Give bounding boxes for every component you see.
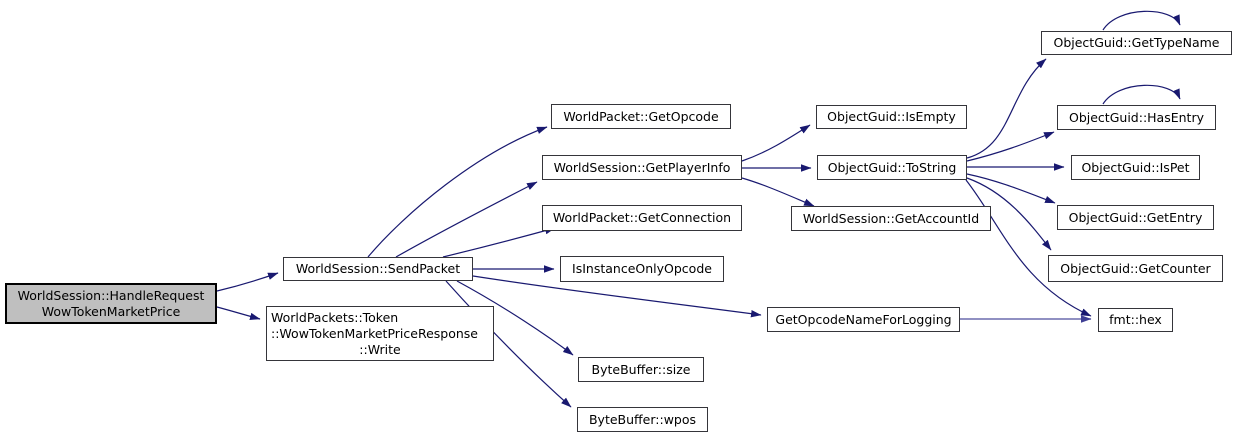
node-send-packet[interactable]: WorldSession::SendPacket: [283, 257, 473, 281]
edge-to-string-to-get-type-name: [966, 58, 1047, 159]
node-label-line: ObjectGuid::ToString: [827, 159, 957, 175]
edge-to-string-to-get-counter: [966, 177, 1052, 251]
node-get-entry[interactable]: ObjectGuid::GetEntry: [1057, 205, 1214, 230]
node-label-line: WorldPacket::GetOpcode: [563, 108, 719, 124]
edge-send-packet-to-get-opcode: [367, 126, 548, 258]
edge-send-packet-to-byte-buffer-wpos: [445, 280, 572, 408]
node-label-line: WorldSession::SendPacket: [295, 261, 461, 276]
node-label-line: ObjectGuid::IsEmpty: [827, 109, 956, 124]
node-get-opcode[interactable]: WorldPacket::GetOpcode: [551, 104, 731, 129]
node-label-line: ObjectGuid::GetEntry: [1068, 209, 1203, 225]
node-label-line: ::Write: [359, 341, 401, 357]
node-is-instance-only-opcode[interactable]: IsInstanceOnlyOpcode: [560, 256, 724, 282]
edge-handle-request-wow-token-market-price-to-send-packet: [216, 272, 279, 292]
edge-to-string-to-has-entry: [966, 131, 1055, 162]
edge-get-type-name-self-loop: [1102, 10, 1181, 31]
node-is-empty[interactable]: ObjectGuid::IsEmpty: [816, 105, 967, 129]
edge-get-player-info-to-get-account-id: [741, 177, 815, 207]
node-label-line: ByteBuffer::wpos: [588, 411, 697, 427]
node-get-counter[interactable]: ObjectGuid::GetCounter: [1048, 255, 1223, 282]
edge-get-player-info-to-is-empty: [741, 124, 811, 162]
node-fmt-hex[interactable]: fmt::hex: [1098, 308, 1173, 332]
node-label-line: ::WowTokenMarketPriceResponse: [271, 325, 478, 341]
node-label-line: IsInstanceOnlyOpcode: [572, 261, 712, 276]
node-label-line: ObjectGuid::GetCounter: [1060, 260, 1211, 276]
node-byte-buffer-size[interactable]: ByteBuffer::size: [578, 357, 704, 382]
node-label-line: fmt::hex: [1109, 312, 1162, 327]
node-label-line: ObjectGuid::GetTypeName: [1053, 35, 1220, 50]
node-label-line: WorldPacket::GetConnection: [552, 210, 732, 225]
edge-send-packet-to-get-connection: [442, 227, 556, 258]
edge-to-string-to-fmt-hex: [965, 179, 1092, 317]
node-label-line: ByteBuffer::size: [591, 361, 691, 377]
node-label-line: WorldSession::GetAccountId: [802, 210, 980, 226]
edge-handle-request-wow-token-market-price-to-wow-token-market-price-response-write: [216, 306, 261, 320]
edge-has-entry-self-loop: [1102, 84, 1181, 105]
node-label-line: ObjectGuid::IsPet: [1081, 159, 1190, 175]
node-to-string[interactable]: ObjectGuid::ToString: [817, 155, 967, 180]
node-get-opcode-name-for-logging[interactable]: GetOpcodeNameForLogging: [767, 307, 960, 332]
edge-send-packet-to-get-player-info: [395, 181, 538, 258]
node-label-line: GetOpcodeNameForLogging: [775, 311, 952, 327]
edge-send-packet-to-get-opcode-name-for-logging: [472, 275, 762, 318]
node-is-pet[interactable]: ObjectGuid::IsPet: [1071, 155, 1200, 180]
node-get-account-id[interactable]: WorldSession::GetAccountId: [791, 206, 991, 231]
node-label-line: WorldSession::HandleRequest: [17, 287, 205, 303]
node-wow-token-market-price-response-write[interactable]: WorldPackets::Token::WowTokenMarketPrice…: [266, 306, 494, 361]
node-has-entry[interactable]: ObjectGuid::HasEntry: [1057, 105, 1216, 130]
node-get-player-info[interactable]: WorldSession::GetPlayerInfo: [542, 155, 742, 180]
node-label-line: ObjectGuid::HasEntry: [1069, 109, 1204, 125]
node-get-connection[interactable]: WorldPacket::GetConnection: [542, 205, 742, 231]
edge-to-string-to-get-entry: [966, 173, 1056, 204]
node-label-line: WowTokenMarketPrice: [41, 303, 181, 319]
edge-send-packet-to-byte-buffer-size: [456, 280, 574, 356]
node-label-line: WorldSession::GetPlayerInfo: [553, 159, 731, 175]
node-get-type-name[interactable]: ObjectGuid::GetTypeName: [1041, 31, 1232, 55]
node-label-line: WorldPackets::Token: [271, 309, 399, 325]
node-byte-buffer-wpos[interactable]: ByteBuffer::wpos: [577, 407, 708, 432]
